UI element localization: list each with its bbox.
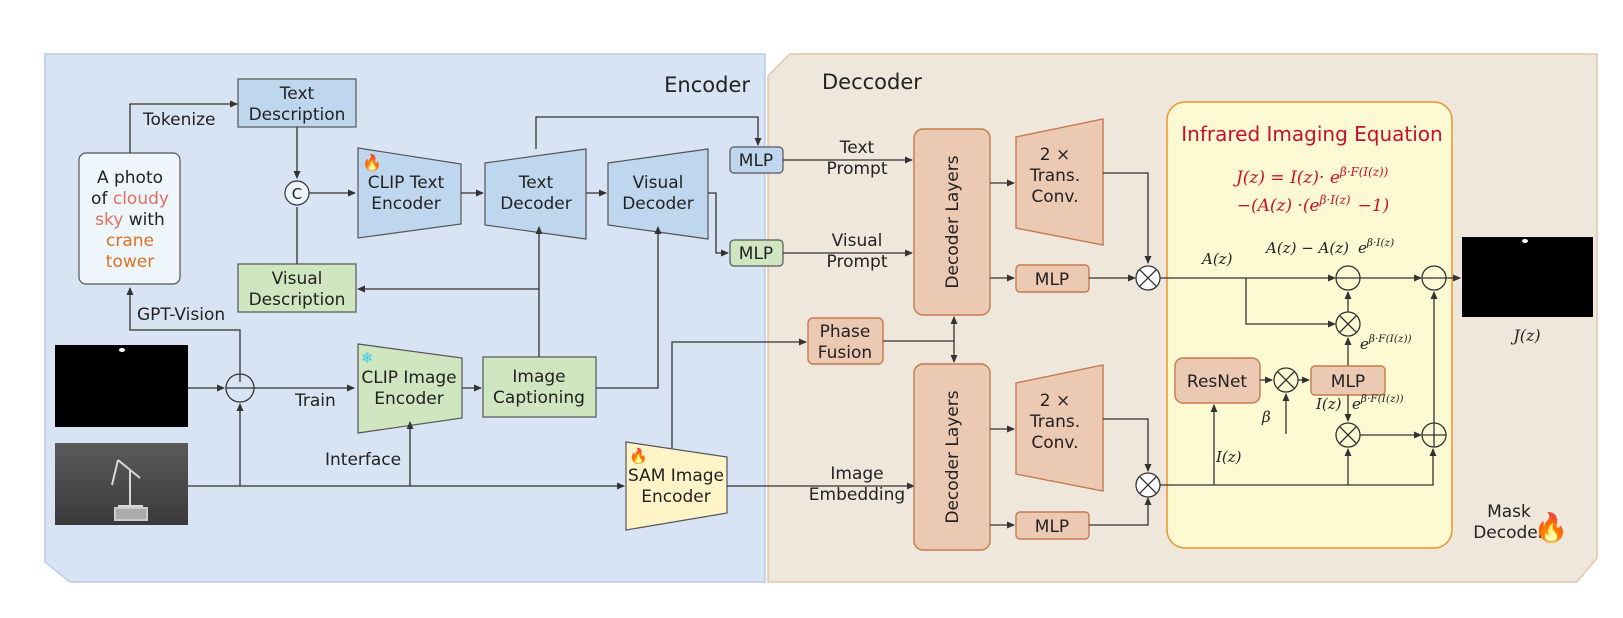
gpt-vision-label: GPT-Vision	[137, 305, 225, 325]
interface-label: Interface	[325, 450, 401, 470]
fire-icon-sam: 🔥	[629, 447, 648, 465]
trans-conv-top	[1015, 118, 1104, 246]
crane-icon	[111, 459, 148, 521]
beta-label: β	[1261, 408, 1271, 426]
mask-decoder-l1: Mask	[1487, 502, 1531, 522]
multiply-mid-x	[1339, 315, 1357, 333]
decoder-layers-top	[913, 128, 991, 316]
concat-symbol: C	[292, 185, 302, 203]
trans-conv-bottom-l3: Conv.	[1031, 433, 1078, 453]
i-bottom-label: I(z)	[1215, 448, 1242, 466]
visual-decoder	[607, 148, 709, 240]
photo-caption-line2: of cloudy	[91, 189, 169, 209]
trans-conv-top-l2: Trans.	[1029, 166, 1080, 186]
sam-image-encoder-l2: Encoder	[641, 487, 711, 507]
fire-icon: 🔥	[362, 153, 382, 172]
equation-line1: J(z) = I(z)· eβ·F(I(z))	[1233, 165, 1390, 188]
visual-prompt-l2: Prompt	[827, 252, 888, 272]
visual-decoder-l1: Visual	[633, 173, 684, 193]
text-prompt-l1: Text	[839, 138, 875, 158]
clip-text-encoder	[357, 147, 462, 239]
clip-image-encoder-l2: Encoder	[374, 389, 444, 409]
visual-description-l2: Description	[249, 290, 346, 310]
mlp-visual-label: MLP	[739, 244, 773, 264]
phase-fusion-l1: Phase	[820, 322, 871, 342]
e-bF-label-2: eβ·F(I(z))	[1352, 393, 1405, 413]
photo-caption-line5: tower	[106, 252, 154, 272]
photo-caption-line4: crane	[106, 231, 154, 251]
trans-conv-bottom-l2: Trans.	[1029, 412, 1080, 432]
clip-image-encoder-l1: CLIP Image	[361, 368, 456, 388]
equation-line2: −(A(z) ·(eβ·I(z) −1)	[1237, 193, 1390, 216]
output-label: J(z)	[1510, 326, 1540, 345]
trans-conv-bottom	[1015, 364, 1104, 492]
visual-description-l1: Visual	[272, 269, 323, 289]
image-embedding-l2: Embedding	[809, 485, 905, 505]
add-node-cross	[1422, 423, 1446, 447]
clip-text-encoder-l1: CLIP Text	[368, 173, 445, 193]
mask-decoder-l2: Decoder	[1473, 523, 1545, 543]
visual-decoder-l2: Decoder	[622, 194, 694, 214]
photo-caption: A photo	[97, 168, 163, 188]
clip-text-encoder-l2: Encoder	[371, 194, 441, 214]
trans-conv-top-l1: 2 ×	[1040, 145, 1070, 165]
decoder-layers-bottom	[913, 363, 991, 551]
mask-dot	[119, 348, 125, 352]
mlp-text-label: MLP	[739, 151, 773, 171]
phase-fusion-l2: Fusion	[818, 343, 872, 363]
decoder-layers-bottom-label: Decoder Layers	[943, 390, 963, 523]
multiply-low-x	[1339, 426, 1357, 444]
mlp-equation-label: MLP	[1331, 372, 1365, 392]
sam-image-encoder	[625, 441, 728, 531]
encoder-title: Encoder	[664, 73, 750, 97]
decoder-layers-top-label: Decoder Layers	[943, 155, 963, 288]
a-label: A(z)	[1200, 250, 1233, 268]
trans-conv-top-l3: Conv.	[1031, 187, 1078, 207]
resnet-label: ResNet	[1187, 372, 1248, 392]
sam-image-encoder-l1: SAM Image	[628, 466, 724, 486]
output-dot	[1522, 239, 1528, 243]
a-minus-label: A(z) − A(z)	[1264, 239, 1349, 257]
mlp-top-label: MLP	[1035, 270, 1069, 290]
text-description-l1: Text	[279, 84, 315, 104]
text-decoder-l2: Decoder	[500, 194, 572, 214]
trans-conv-bottom-l1: 2 ×	[1040, 391, 1070, 411]
i-label: I(z)	[1315, 395, 1342, 413]
fire-icon-mask: 🔥	[1534, 511, 1569, 544]
visual-prompt-l1: Visual	[832, 231, 883, 251]
output-image	[1462, 237, 1593, 317]
clip-image-encoder	[357, 343, 463, 434]
snowflake-icon: ❄	[361, 349, 374, 367]
e-bF-label-1: eβ·F(I(z))	[1360, 333, 1413, 353]
text-description-l2: Description	[249, 105, 346, 125]
tokenize-label: Tokenize	[142, 110, 215, 130]
text-decoder-l1: Text	[518, 173, 554, 193]
image-captioning-l1: Image	[512, 367, 565, 387]
image-captioning-box	[482, 356, 597, 418]
image-embedding-l1: Image	[830, 464, 883, 484]
e-bI-label: eβ·I(z)	[1358, 237, 1396, 257]
text-decoder	[484, 148, 587, 240]
multiply-top-x	[1139, 269, 1157, 287]
infrared-title: Infrared Imaging Equation	[1181, 122, 1442, 146]
text-prompt-l2: Prompt	[827, 159, 888, 179]
infrared-equation-box	[1166, 101, 1453, 549]
image-captioning-l2: Captioning	[493, 388, 585, 408]
multiply-beta-x	[1277, 371, 1295, 389]
photo-caption-line3: sky with	[95, 210, 165, 230]
infrared-mask-image	[55, 345, 188, 427]
mlp-bottom-label: MLP	[1035, 517, 1069, 537]
decoder-title: Deccoder	[822, 70, 922, 94]
train-label: Train	[294, 391, 336, 411]
multiply-bottom-x	[1139, 476, 1157, 494]
